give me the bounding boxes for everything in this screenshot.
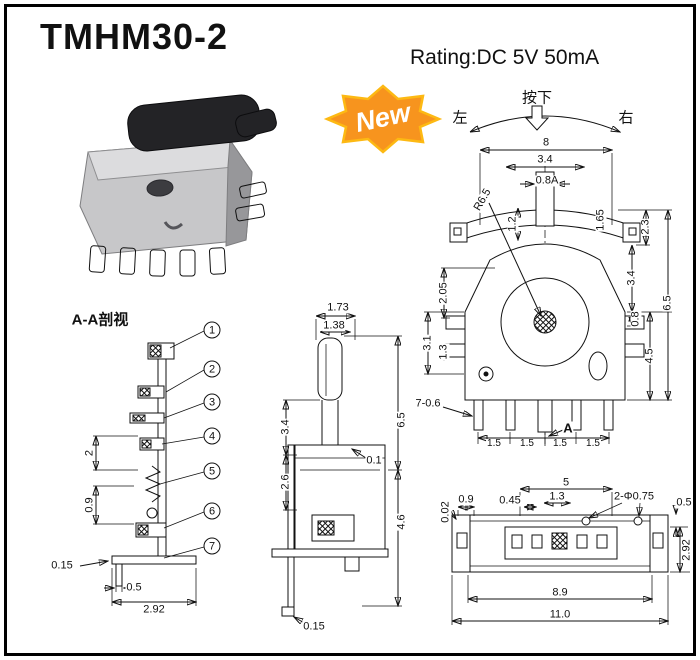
section-dim-plate: 0.15 [50, 559, 74, 572]
section-dim-foot: 0.5 [125, 581, 143, 594]
callout-6: 6 [203, 502, 221, 520]
front-dim-pitch-4: 1.5 [585, 438, 601, 449]
side-dim-body: 4.6 [395, 513, 408, 531]
callout-5: 5 [203, 462, 221, 480]
bottom-dim-edge: 0.9 [457, 493, 475, 506]
side-dim-lower: 2.6 [279, 473, 292, 491]
front-dim-left-lower: 1.3 [437, 343, 450, 361]
press-down-arrow-icon [524, 105, 550, 131]
new-badge-star-icon [323, 84, 443, 154]
side-dim-lever-top: 1.73 [326, 301, 350, 314]
front-dim-stem-depth: 1.2 [506, 215, 519, 233]
bottom-dim-inner: 1.3 [548, 490, 566, 503]
front-dim-pitch-2: 1.5 [519, 438, 535, 449]
front-dim-plate-width: 3.4 [536, 153, 554, 166]
front-dim-upper-height: 3.4 [625, 269, 638, 287]
bottom-dim-corner: 0.5 [675, 496, 693, 509]
front-dim-lever-thickness: 1.65 [594, 208, 607, 232]
bottom-dim-pad: 0.45 [498, 494, 522, 507]
front-dim-overall-width: 8 [541, 136, 551, 149]
front-dim-stem-width: 0.8A [534, 174, 560, 187]
front-dim-body-height: 4.5 [643, 347, 656, 365]
side-dim-lever-width: 1.38 [322, 319, 346, 332]
callout-3: 3 [203, 393, 221, 411]
section-dim-upper: 2 [83, 448, 96, 458]
side-dim-plate: 0.15 [302, 620, 326, 633]
callout-2: 2 [203, 360, 221, 378]
swing-arrow-icon [470, 105, 620, 132]
bottom-dim-holes: 2-Φ0.75 [613, 490, 655, 503]
side-dim-edge: 0.1 [365, 454, 383, 467]
annotation-press-down: 按下 [520, 89, 554, 107]
section-view-title: A-A剖视 [70, 311, 130, 329]
bottom-dim-flatness: 0.02 [439, 500, 452, 524]
front-dim-left-mid: 3.1 [421, 334, 434, 352]
bottom-dim-pins-span: 8.9 [551, 586, 569, 599]
annotation-left: 左 [451, 109, 469, 127]
front-dim-pitch-1: 1.5 [486, 438, 502, 449]
product-photo [79, 94, 277, 277]
front-section-mark: A [562, 420, 574, 436]
front-dim-top-height: 2.3 [639, 218, 652, 236]
section-dim-width: 2.92 [142, 603, 166, 616]
bottom-view-drawing [450, 489, 690, 625]
front-dim-pitch-3: 1.5 [552, 438, 568, 449]
callout-1: 1 [203, 321, 221, 339]
callout-7: 7 [203, 537, 221, 555]
page-title: TMHM30-2 [40, 16, 229, 57]
section-view-drawing [79, 330, 205, 606]
side-dim-upper: 3.4 [279, 418, 292, 436]
bottom-dim-width: 5 [561, 476, 571, 489]
section-dim-lower: 0.9 [83, 496, 96, 514]
side-dim-overall: 6.5 [395, 411, 408, 429]
callout-4: 4 [203, 427, 221, 445]
front-dim-left-upper: 2.05 [437, 281, 450, 305]
annotation-right: 右 [617, 109, 635, 127]
rating-text: Rating:DC 5V 50mA [410, 46, 600, 69]
front-view-drawing [424, 150, 672, 448]
bottom-dim-overall: 11.0 [548, 608, 572, 621]
product-pins [88, 181, 267, 277]
front-dim-overall-height: 6.5 [661, 294, 674, 312]
front-dim-gap: 0.8 [629, 310, 642, 328]
bottom-dim-depth: 2.92 [680, 538, 693, 562]
front-dim-pin-spec: 7-0.6 [414, 397, 442, 410]
side-view-drawing [271, 316, 402, 625]
